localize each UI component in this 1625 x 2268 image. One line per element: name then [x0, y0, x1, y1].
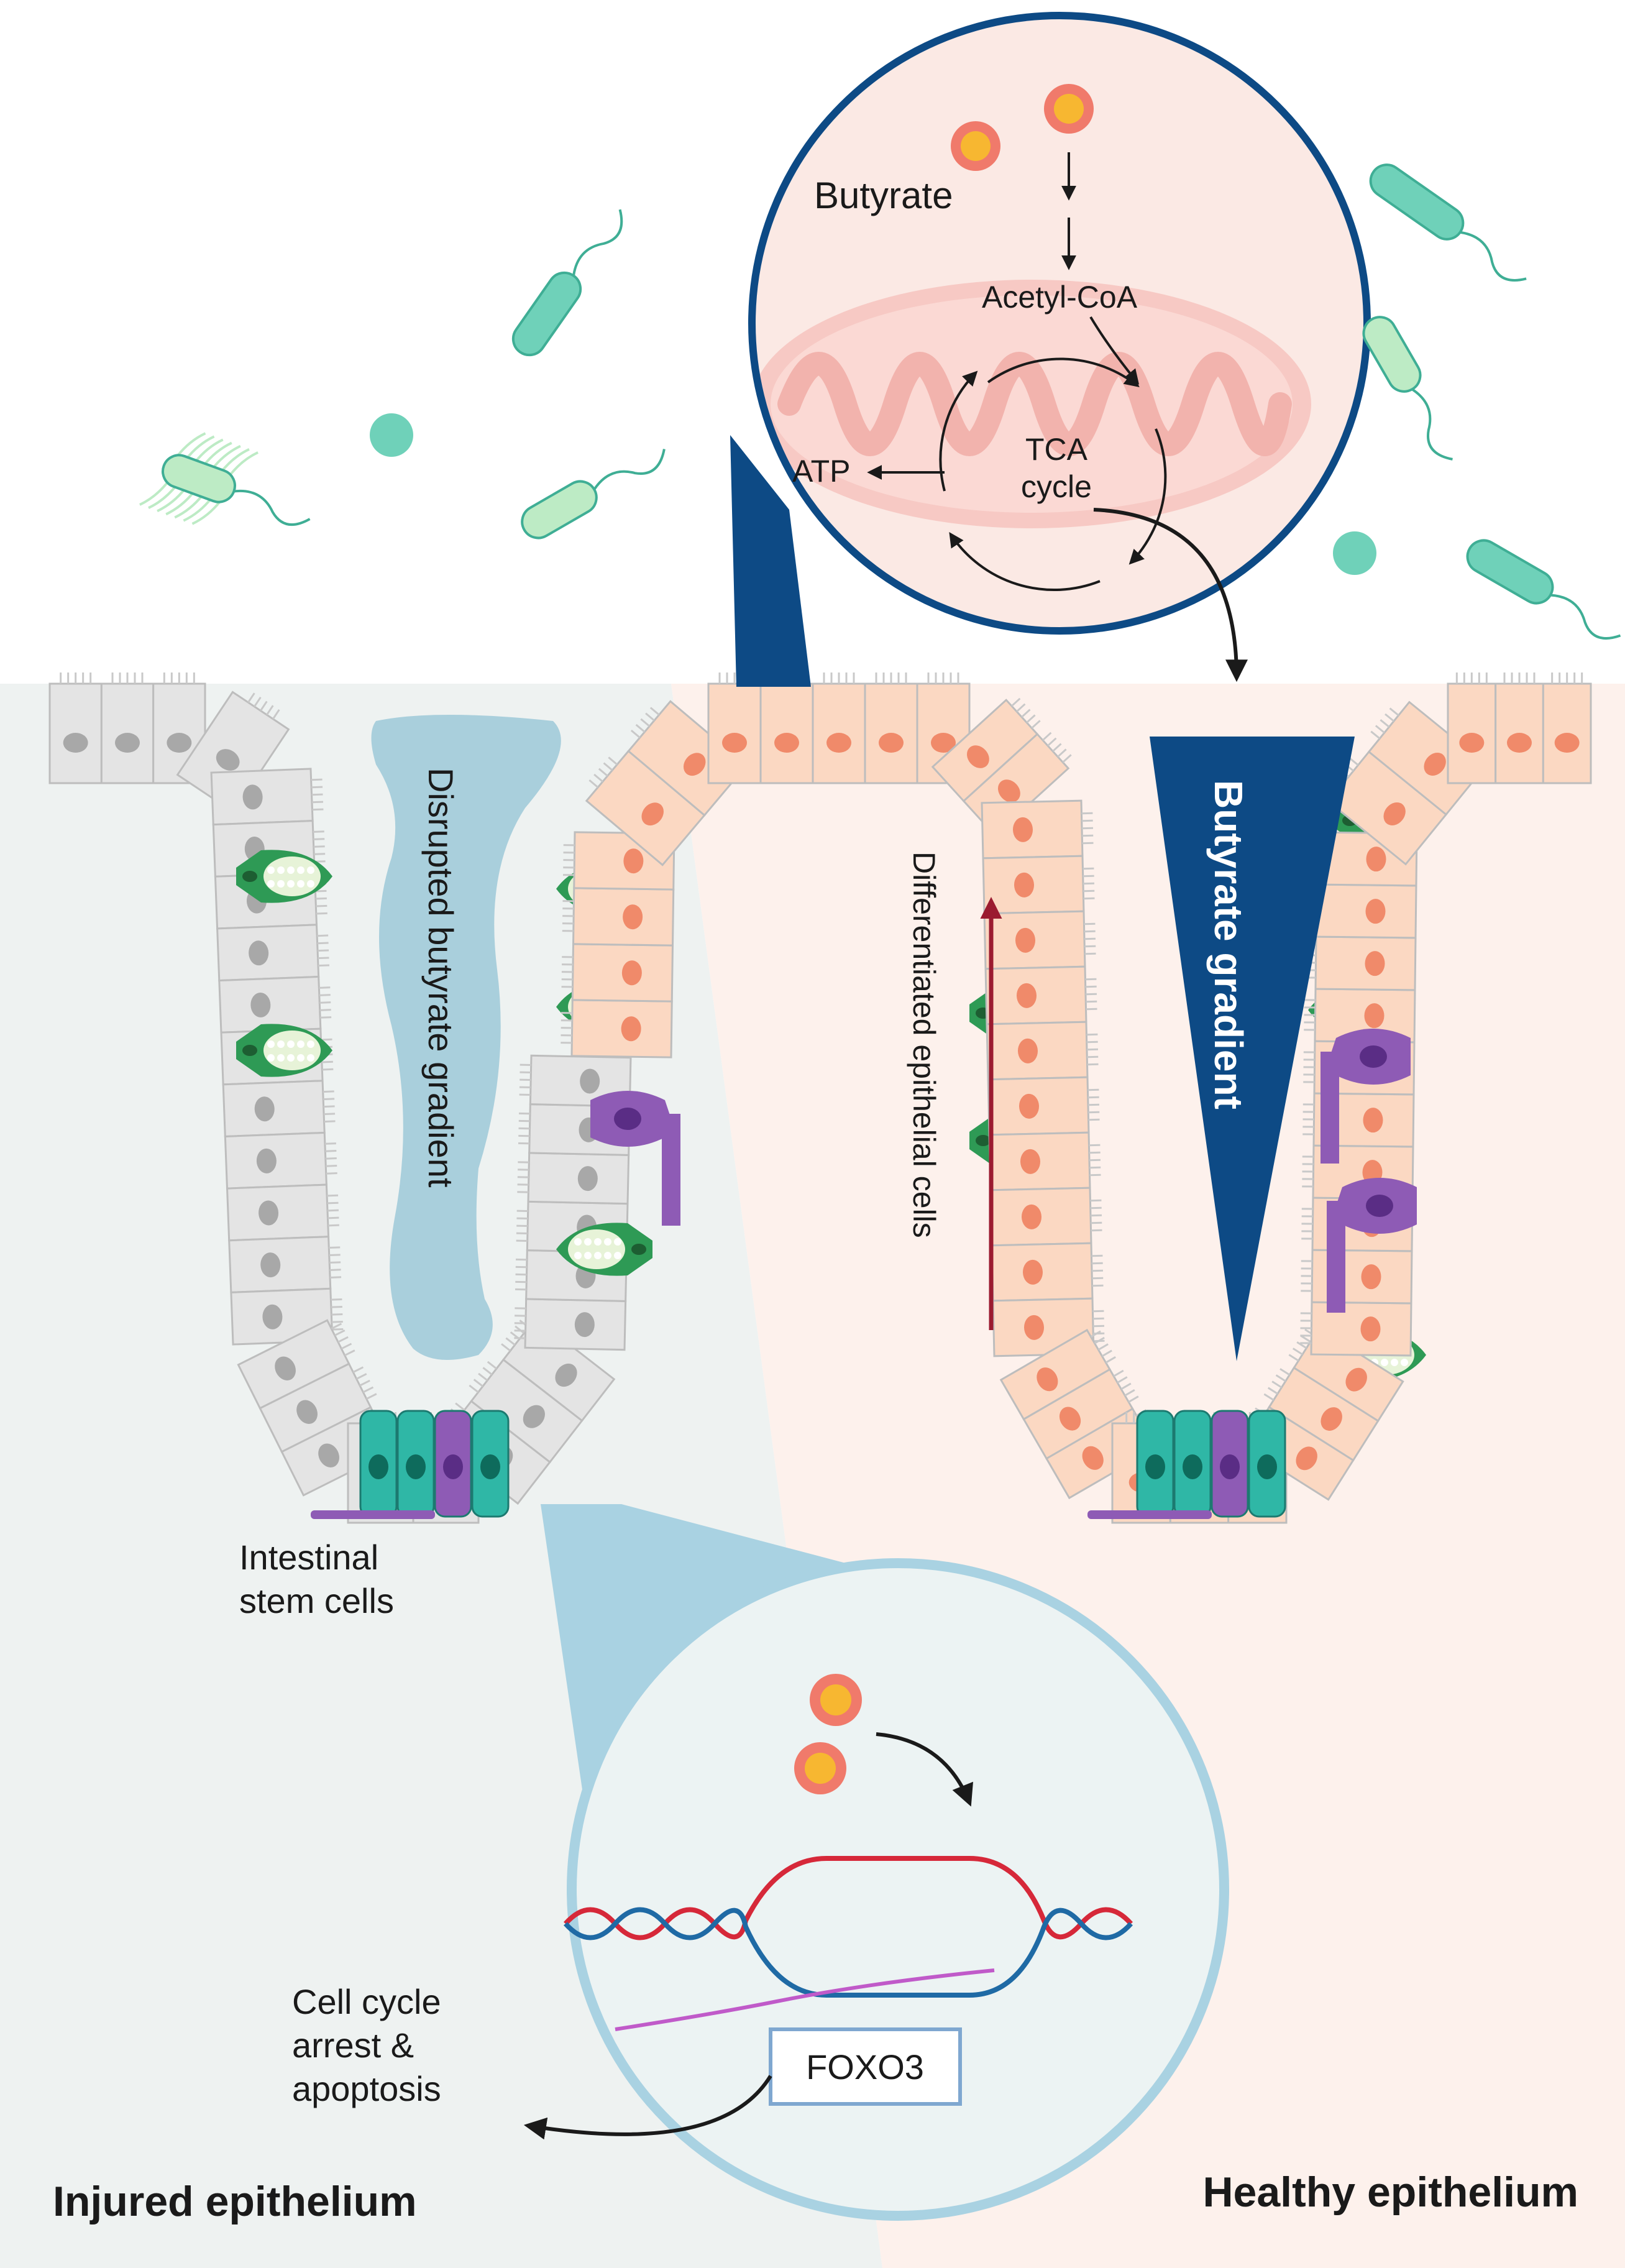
injured-epithelial-cell — [216, 924, 330, 982]
tca-label-line1: TCA — [1025, 432, 1088, 467]
healthy-epithelial-cell — [1302, 1092, 1415, 1148]
healthy-epithelial-cell — [981, 799, 1094, 860]
healthy-epithelial-cell — [988, 1131, 1101, 1191]
healthy-epithelial-cell — [561, 999, 673, 1058]
butyrate-molecule-icon — [1044, 84, 1094, 134]
differentiated-cells-label: Differentiated epithelial cells — [907, 852, 941, 1238]
tca-to-gradient-arrow — [1093, 508, 1248, 682]
injured-epithelial-cell — [226, 1183, 339, 1242]
butyrate-gradient-triangle — [1150, 737, 1355, 1361]
injured-epithelium-label: Injured epithelium — [53, 2178, 417, 2225]
injured-epithelial-cell — [224, 1131, 337, 1190]
tca-cycle-arrows — [939, 357, 1167, 591]
goblet-cell-icon — [236, 850, 332, 903]
healthy-epithelial-cell — [561, 943, 674, 1003]
healthy-epithelial-cell — [812, 673, 866, 784]
foxo3-to-apoptosis-arrow — [523, 2075, 772, 2140]
healthy-epithelial-cell — [1542, 673, 1592, 784]
coccus-icon — [1333, 531, 1376, 575]
tuft-cell-icon — [590, 1091, 680, 1226]
healthy-epithelial-cell — [1300, 1301, 1412, 1357]
healthy-epithelial-cell — [627, 700, 748, 817]
healthy-epithelial-cell — [984, 965, 1097, 1026]
healthy-epithelial-cell — [1304, 935, 1417, 991]
atp-label: ATP — [792, 454, 851, 489]
injured-epithelial-cell — [48, 673, 103, 784]
healthy-epithelial-cell — [707, 673, 762, 784]
outcome-label-line3: apoptosis — [292, 2069, 441, 2108]
dna-helix-icon — [564, 1856, 1133, 2031]
injured-epithelial-cell — [218, 975, 332, 1034]
foxo3-label: FOXO3 — [806, 2047, 924, 2087]
injured-epithelial-cell — [210, 768, 324, 826]
butyrate-molecule-icon — [951, 121, 1000, 171]
top-zoom-cone — [730, 435, 811, 687]
injured-epithelial-cell — [514, 1298, 627, 1351]
healthy-epithelial-cell — [759, 673, 814, 784]
injured-epithelial-cell — [100, 673, 155, 784]
tca-label-line2: cycle — [1021, 469, 1092, 504]
healthy-epithelial-cell — [986, 1021, 1099, 1081]
goblet-cell-icon — [236, 1024, 332, 1077]
stem-cell-icon — [311, 1410, 510, 1519]
butyrate-molecule-icon — [810, 1674, 862, 1726]
bacterium-icon — [511, 209, 623, 357]
acetyl-coa-label: Acetyl-CoA — [982, 280, 1138, 314]
bacterium-icon — [521, 449, 666, 539]
healthy-epithelial-cell — [1495, 673, 1544, 784]
bacterium-icon — [139, 432, 311, 526]
mitochondrion-icon — [752, 280, 1311, 528]
butyrate-label: Butyrate — [814, 175, 953, 216]
butyrate-gradient-label: Butyrate gradient — [1206, 780, 1251, 1109]
bacterium-icon — [1466, 539, 1621, 640]
healthy-epithelium-label: Healthy epithelium — [1202, 2169, 1578, 2216]
healthy-epithelial-layer — [561, 673, 1592, 1524]
tuft-cell-icon — [1321, 1029, 1411, 1164]
disrupted-gradient-label: Disrupted butyrate gradient — [421, 768, 460, 1188]
outcome-label-line1: Cell cycle — [292, 1982, 441, 2021]
foxo3-box — [769, 2027, 962, 2106]
butyrate-to-dna-arrow — [876, 1732, 974, 1807]
bacterium-icon — [1362, 316, 1453, 461]
injured-epithelial-cell — [517, 1152, 630, 1205]
healthy-epithelial-cell — [585, 750, 706, 866]
healthy-epithelial-cell — [982, 855, 1095, 915]
bacterium-icon — [1369, 163, 1527, 282]
mitochondria-zoom-circle — [748, 12, 1371, 635]
healthy-epithelial-cell — [983, 910, 1096, 970]
injured-epithelial-cell — [222, 1080, 336, 1138]
healthy-epithelial-cell — [991, 1242, 1104, 1302]
bacteria-group — [139, 163, 1621, 640]
healthy-epithelial-cell — [1263, 1366, 1380, 1462]
butyrate-molecule-icon — [794, 1742, 846, 1794]
healthy-epithelial-cell — [989, 1187, 1102, 1247]
goblet-cell-icon — [556, 1223, 652, 1276]
healthy-epithelial-cell — [1301, 1249, 1413, 1305]
coccus-icon — [370, 413, 413, 457]
outcome-label-line2: arrest & — [292, 2026, 414, 2065]
stem-cells-label-line1: Intestinal — [239, 1538, 378, 1577]
injured-epithelial-cell — [519, 1054, 632, 1108]
healthy-epithelial-cell — [562, 887, 675, 947]
tuft-cell-icon — [1327, 1178, 1417, 1313]
disrupted-gradient-blob — [371, 715, 561, 1360]
injured-epithelial-cell — [228, 1236, 342, 1293]
healthy-epithelial-cell — [987, 1076, 1100, 1136]
stem-cell-icon — [1087, 1410, 1286, 1519]
healthy-epithelial-cell — [864, 673, 918, 784]
stem-cells-label-line2: stem cells — [239, 1581, 394, 1620]
nucleus-zoom-circle — [567, 1558, 1229, 2221]
healthy-epithelial-cell — [1447, 673, 1497, 784]
